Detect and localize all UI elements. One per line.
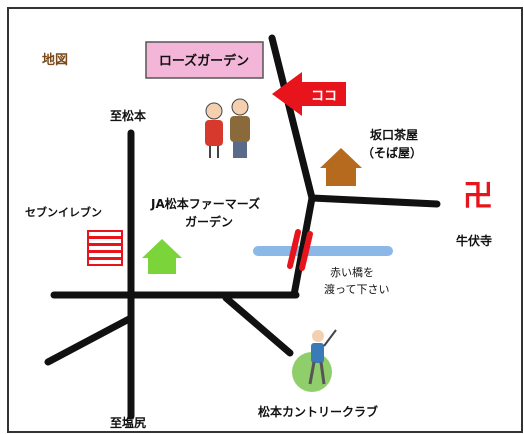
label-to-matsumoto: 至松本	[110, 108, 146, 123]
road-to-temple	[308, 194, 441, 208]
label-seven-eleven: セブンイレブン	[25, 205, 102, 219]
temple-icon: 卍	[463, 179, 493, 214]
map-frame	[7, 7, 523, 433]
bridge-note-line1: 赤い橋を	[330, 265, 374, 279]
label-golf-club: 松本カントリークラブ	[258, 404, 378, 419]
destination-box: ローズガーデン	[145, 41, 264, 79]
map-title: 地図	[42, 52, 68, 68]
label-ja-line1: JA松本ファーマーズ	[150, 196, 260, 211]
label-ja-line2: ガーデン	[185, 214, 233, 229]
here-marker-label: ココ	[311, 89, 337, 104]
label-sakaguchi-line1: 坂口茶屋	[370, 127, 418, 142]
destination-label: ローズガーデン	[159, 53, 249, 69]
here-arrow-icon: ココ	[272, 72, 346, 116]
label-sakaguchi-line2: （そば屋）	[362, 145, 422, 160]
red-bridge	[287, 229, 313, 271]
road-southwest	[44, 314, 135, 366]
label-temple: 牛伏寺	[456, 233, 492, 248]
house-green-icon	[142, 239, 182, 274]
bridge-note-line2: 渡って下さい	[324, 282, 389, 296]
road-to-golf	[222, 294, 294, 357]
elderly-couple-icon	[205, 98, 250, 158]
label-to-shiojiri: 至塩尻	[110, 415, 146, 430]
seven-eleven-store-icon	[87, 230, 123, 266]
golfer-icon	[292, 329, 337, 392]
house-brown-icon	[320, 148, 362, 186]
